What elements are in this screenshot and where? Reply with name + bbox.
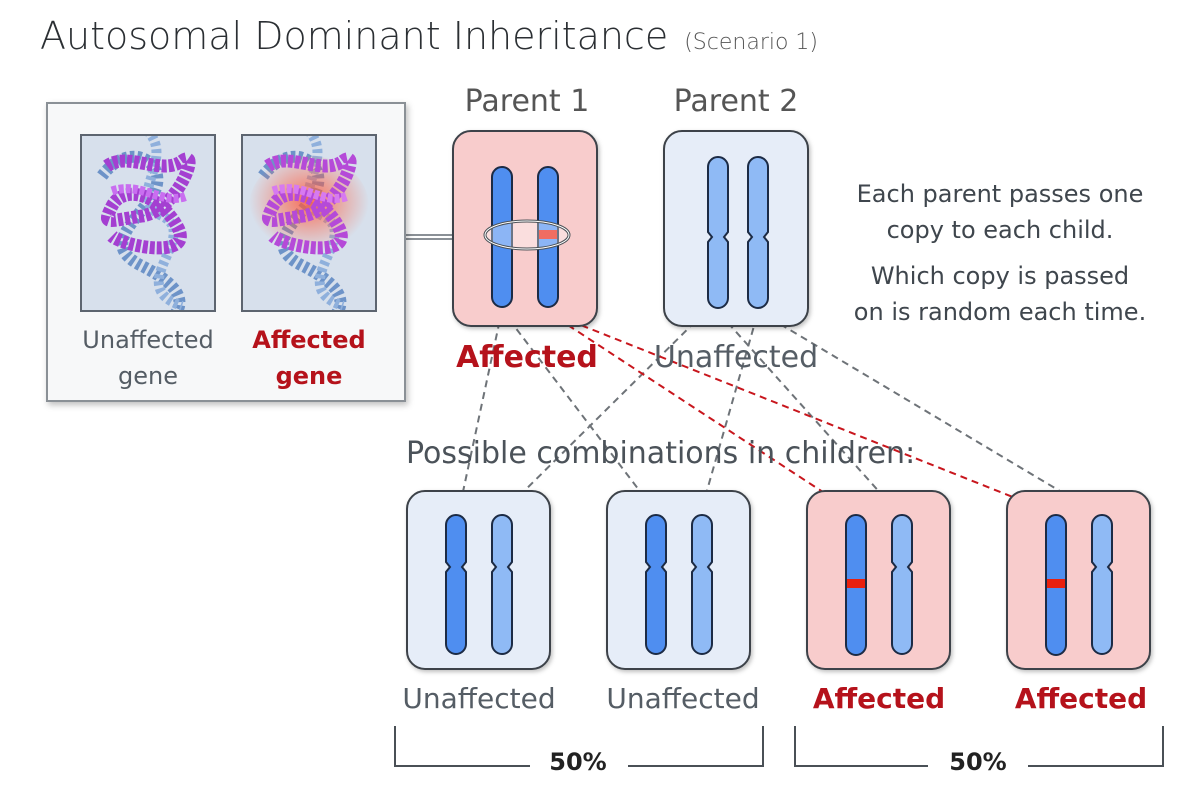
note-line: Each parent passes one — [856, 180, 1144, 208]
chromosome — [707, 156, 729, 309]
child-3-status: Affected — [812, 682, 946, 715]
chromosome — [445, 514, 467, 655]
chromosome — [491, 166, 513, 308]
combinations-title: Possible combinations in children: — [406, 436, 916, 471]
parent-1-box — [452, 130, 598, 327]
chromosome — [747, 156, 769, 309]
mutation-marker — [1047, 579, 1065, 588]
parent-1-label: Parent 1 — [464, 84, 590, 119]
caption-line: Unaffected — [82, 326, 214, 354]
child-3-box — [806, 490, 951, 670]
inheritance-note: Each parent passes one copy to each chil… — [840, 176, 1160, 330]
parent-2-label: Parent 2 — [673, 84, 799, 119]
child-2-status: Unaffected — [606, 682, 760, 715]
note-line: Which copy is passed — [870, 262, 1130, 290]
inheritance-lines-red — [547, 311, 1059, 516]
chromosome — [645, 514, 667, 655]
unaffected-gene-image — [80, 134, 216, 312]
child-1-status: Unaffected — [402, 682, 556, 715]
chromosome — [891, 514, 913, 655]
chromosome — [491, 514, 513, 655]
subtitle: (Scenario 1) — [684, 30, 819, 55]
unaffected-gene-caption: Unaffected gene — [73, 322, 223, 394]
child-1-box — [406, 490, 551, 670]
child-4-box — [1006, 490, 1151, 670]
unaffected-percentage: 50% — [549, 748, 607, 776]
mutation-marker — [847, 579, 865, 588]
chromosome — [691, 514, 713, 655]
parent-2-status: Unaffected — [653, 340, 819, 375]
child-2-box — [606, 490, 751, 670]
caption-line: Affected — [252, 326, 366, 354]
title-text: Autosomal Dominant Inheritance — [40, 14, 669, 58]
mutation-marker — [539, 230, 557, 239]
inheritance-lines-gray — [457, 304, 1101, 516]
page-title: Autosomal Dominant Inheritance (Scenario … — [40, 14, 818, 58]
parent-2-box — [663, 130, 809, 327]
chromosome — [1091, 514, 1113, 655]
caption-line: gene — [118, 362, 178, 390]
affected-percentage: 50% — [949, 748, 1007, 776]
parent-1-status: Affected — [456, 340, 598, 375]
gene-inset-panel: Unaffected gene Affected gene — [46, 102, 406, 402]
affected-gene-caption: Affected gene — [234, 322, 384, 394]
note-line: copy to each child. — [886, 216, 1114, 244]
note-line: on is random each time. — [853, 298, 1147, 326]
percentage-brackets — [394, 726, 1164, 767]
affected-gene-image — [241, 134, 377, 312]
child-4-status: Affected — [1014, 682, 1148, 715]
caption-line: gene — [275, 362, 343, 390]
